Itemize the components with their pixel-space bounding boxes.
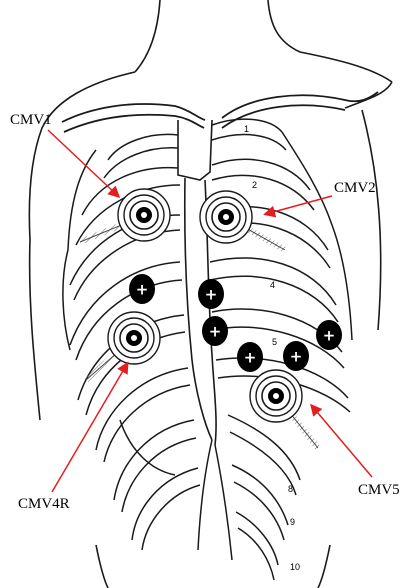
rib-number-4: 4 [270, 280, 275, 290]
rib-number-9: 9 [290, 517, 295, 527]
svg-text:+: + [290, 348, 303, 366]
neck-right [268, 0, 300, 52]
arrow-cmv1 [48, 130, 118, 196]
rib-number-1: 1 [244, 124, 249, 134]
plus-icon: + [316, 320, 342, 350]
rib-number-8: 8 [288, 484, 293, 494]
plus-icon: + [283, 341, 309, 371]
svg-text:+: + [244, 349, 257, 367]
callouts: CMV1 CMV2 CMV4R CMV5 [10, 112, 400, 512]
electrode-cmv2 [200, 191, 285, 250]
rib-number-10: 10 [290, 562, 300, 572]
plus-icon: + [198, 279, 224, 309]
svg-text:+: + [205, 286, 218, 304]
svg-text:+: + [209, 323, 222, 341]
neck-left [135, 0, 160, 72]
left-clavicle [62, 104, 205, 122]
arrow-cmv5 [312, 406, 372, 477]
right-torso-side [362, 110, 381, 330]
rib-number-5: 5 [272, 337, 277, 347]
electrode-cmv5 [250, 370, 318, 448]
bottom-right [318, 545, 330, 588]
svg-text:+: + [323, 327, 336, 345]
label-cmv5: CMV5 [358, 482, 400, 498]
label-cmv2: CMV2 [334, 180, 376, 196]
clavicles [62, 92, 378, 132]
right-shoulder-edge [345, 82, 392, 108]
plus-icon: + [202, 316, 228, 346]
bottom-left [96, 545, 108, 588]
label-cmv1: CMV1 [10, 112, 52, 128]
plus-icon: + [237, 342, 263, 372]
arrow-cmv2 [266, 196, 332, 214]
rib-number-2: 2 [252, 180, 257, 190]
label-cmv4r: CMV4R [18, 496, 70, 512]
arrow-cmv4r [52, 364, 127, 492]
right-shoulder [300, 52, 392, 82]
plus-icon: + [129, 274, 155, 304]
plus-icon-symbol: + [136, 281, 149, 299]
electrode-cmv1 [80, 189, 170, 242]
left-torso-side [30, 240, 40, 420]
